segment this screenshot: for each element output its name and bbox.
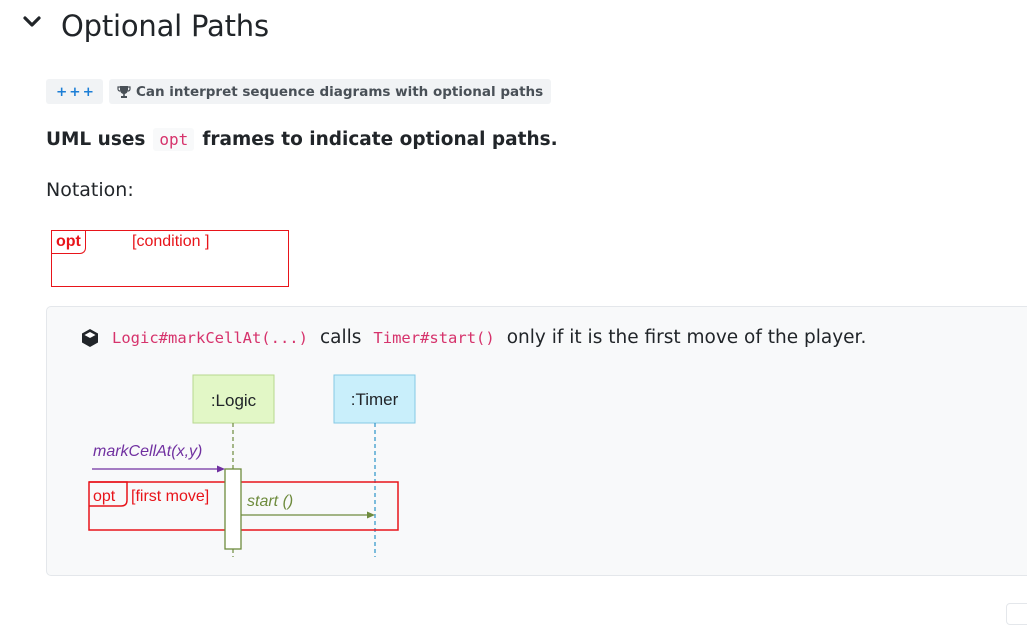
statement: UML uses opt frames to indicate optional…	[46, 128, 558, 151]
collapse-chevron-icon[interactable]	[22, 14, 42, 30]
outcome-text: Can interpret sequence diagrams with opt…	[135, 83, 544, 100]
start-arrowhead	[367, 511, 375, 519]
notation-label: Notation:	[46, 179, 134, 201]
call-arrowhead	[217, 465, 225, 473]
condition-text: only if it is the first move of the play…	[506, 327, 867, 348]
call-message-label: markCellAt(x,y)	[93, 443, 202, 460]
opt-frame-label: opt	[93, 488, 116, 505]
timer-method-code: Timer#start()	[373, 328, 495, 347]
logic-method-code: Logic#markCellAt(...)	[112, 328, 308, 347]
badge-row: +++ Can interpret sequence diagrams with…	[46, 79, 552, 104]
notation-condition: [condition ]	[132, 233, 210, 250]
notation-opt-tag: opt	[52, 231, 86, 254]
opt-code: opt	[153, 128, 195, 151]
calls-text: calls	[319, 327, 362, 348]
sequence-diagram: :Logic :Timer opt [first move] markCellA…	[88, 374, 416, 557]
logic-participant-box	[192, 374, 275, 424]
page-title: Optional Paths	[61, 9, 269, 43]
statement-prefix: UML uses	[46, 129, 146, 150]
cube-icon	[82, 328, 98, 347]
opt-frame-condition: [first move]	[131, 488, 209, 505]
trophy-icon	[117, 85, 131, 98]
outcome-badge: Can interpret sequence diagrams with opt…	[108, 79, 552, 104]
notation-opt-frame: opt [condition ]	[51, 230, 289, 287]
level-badge: +++	[46, 79, 103, 104]
scroll-top-button[interactable]	[1006, 603, 1027, 625]
example-panel: Logic#markCellAt(...) calls Timer#start(…	[46, 306, 1027, 576]
opt-frame-tag	[89, 481, 128, 507]
start-message-label: start ()	[247, 493, 293, 510]
timer-participant-box	[333, 374, 416, 424]
logic-activation-bar	[224, 468, 242, 550]
statement-suffix: frames to indicate optional paths.	[202, 129, 558, 150]
timer-participant-label: :Timer	[351, 390, 399, 409]
logic-participant-label: :Logic	[211, 391, 257, 410]
example-description: Logic#markCellAt(...) calls Timer#start(…	[80, 327, 866, 348]
